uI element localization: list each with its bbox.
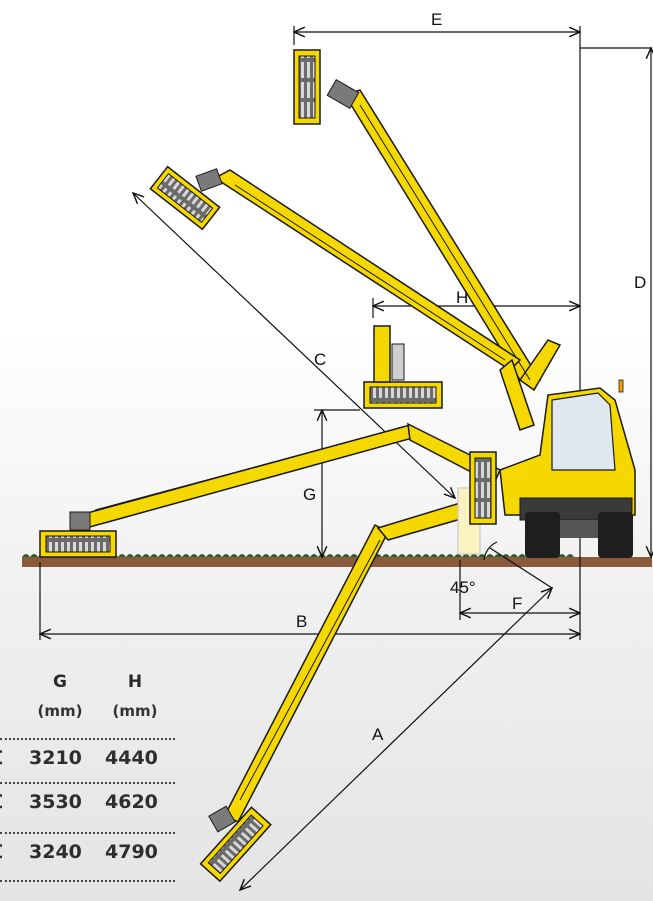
arm-horizontal-position bbox=[39, 422, 501, 558]
column-header-h: H (mm) bbox=[110, 672, 160, 720]
column-unit-h: (mm) bbox=[112, 702, 158, 720]
table-cell-g: 3530 bbox=[29, 791, 82, 813]
arm-down-position bbox=[199, 499, 480, 883]
column-unit-g: (mm) bbox=[37, 702, 83, 720]
dim-line-a bbox=[240, 588, 552, 890]
label-g: G bbox=[303, 485, 317, 504]
mower-head-mid bbox=[363, 325, 443, 409]
table-bottom-rule bbox=[0, 880, 175, 884]
label-f: F bbox=[512, 594, 523, 613]
label-h: H bbox=[456, 288, 469, 307]
table-row: 0 3240 4790 bbox=[0, 832, 175, 870]
spec-table-header: G (mm) H (mm) bbox=[0, 672, 175, 722]
label-c: C bbox=[314, 350, 327, 369]
table-cell-partial: 0 bbox=[0, 841, 2, 863]
table-row: 0 3530 4620 bbox=[0, 782, 175, 820]
label-a: A bbox=[372, 725, 384, 744]
column-letter-h: H bbox=[127, 672, 143, 692]
table-cell-h: 4790 bbox=[105, 841, 158, 863]
mower-head-vertical bbox=[457, 451, 497, 555]
angle-arc bbox=[483, 541, 498, 561]
arm-top-position bbox=[293, 49, 562, 392]
table-cell-g: 3240 bbox=[29, 841, 82, 863]
column-letter-g: G bbox=[53, 672, 67, 692]
dim-line-c bbox=[133, 193, 455, 498]
table-cell-g: 3210 bbox=[29, 747, 82, 769]
label-e: E bbox=[431, 10, 443, 29]
ground bbox=[22, 554, 652, 567]
label-d: D bbox=[634, 273, 647, 292]
label-b: B bbox=[296, 612, 308, 631]
column-header-g: G (mm) bbox=[35, 672, 85, 720]
arm-upper-left-position bbox=[149, 165, 535, 431]
table-cell-h: 4620 bbox=[105, 791, 158, 813]
table-row: 0 3210 4440 bbox=[0, 738, 175, 776]
carrier-vehicle bbox=[499, 379, 636, 558]
table-cell-partial: 0 bbox=[0, 747, 2, 769]
table-cell-partial: 0 bbox=[0, 791, 2, 813]
dimension-lines bbox=[40, 26, 652, 890]
label-angle: 45° bbox=[450, 578, 476, 597]
table-cell-h: 4440 bbox=[105, 747, 158, 769]
